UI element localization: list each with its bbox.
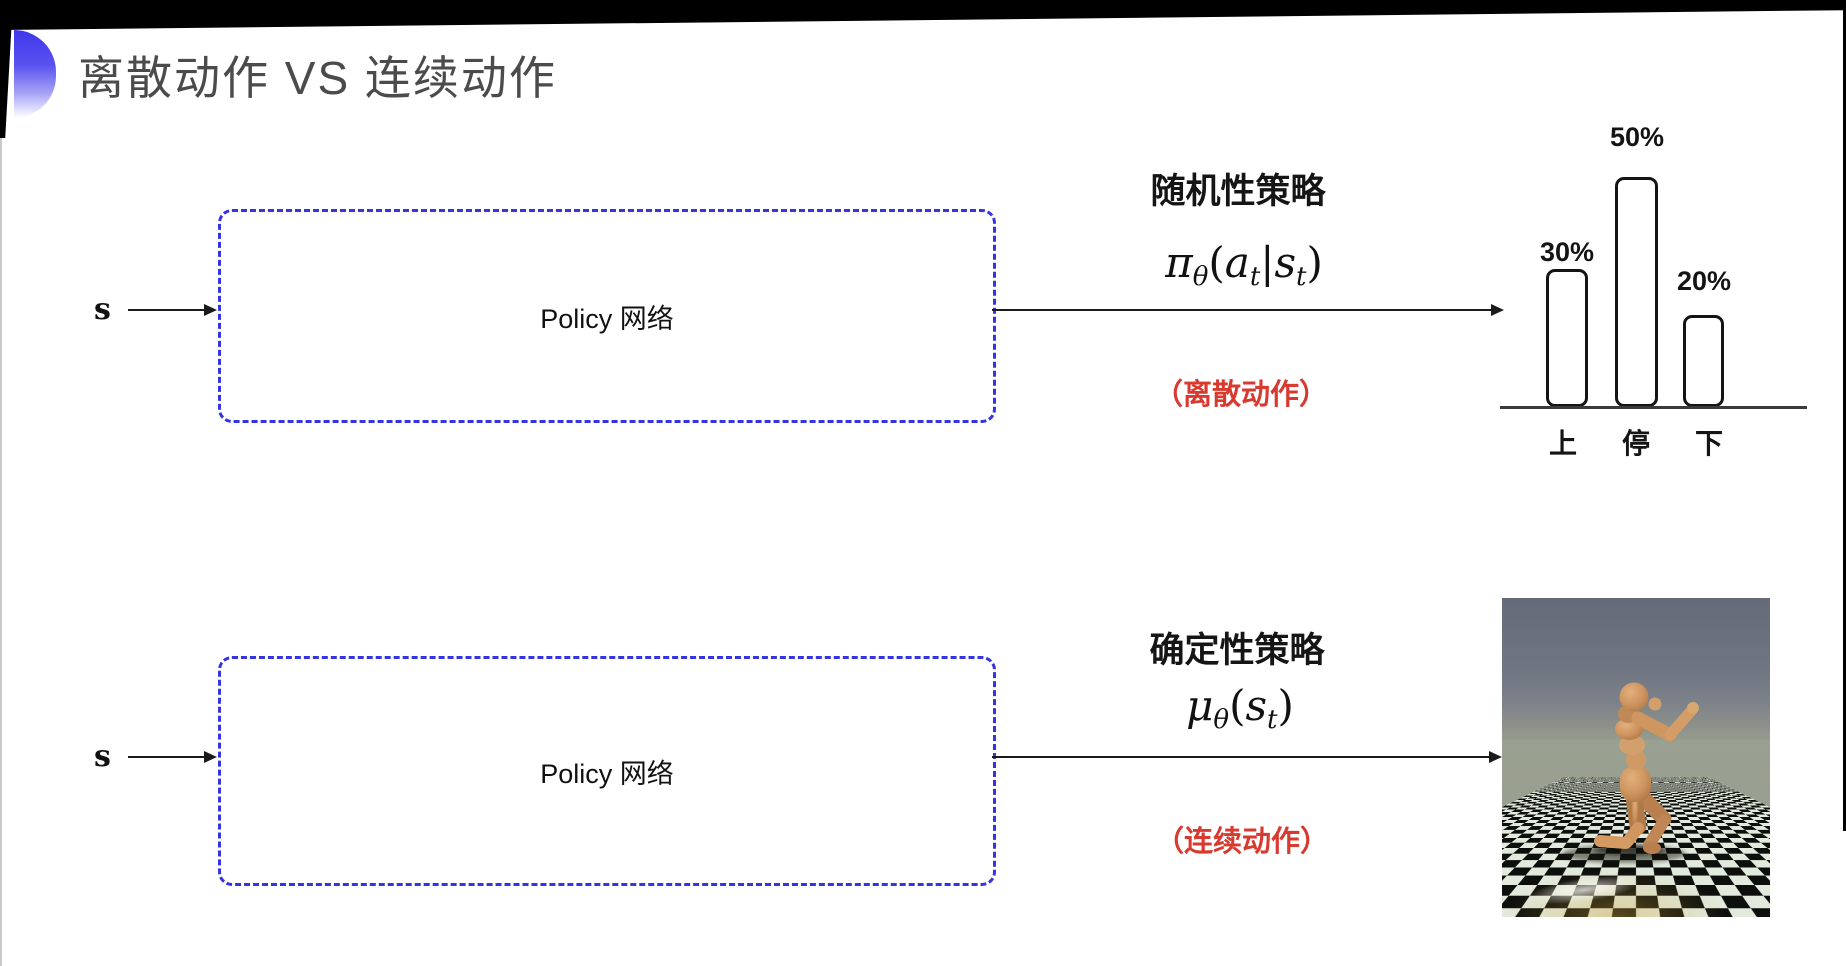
robot-head — [1619, 682, 1649, 712]
frame-left-band — [0, 0, 13, 138]
policy-formula-bottom: μθ(st) — [1186, 681, 1294, 735]
input-arrow-bottom — [128, 751, 217, 763]
formula-open-paren: ( — [1229, 681, 1246, 730]
bar-axis-line — [1500, 406, 1807, 409]
state-input-label-top: s — [94, 292, 111, 327]
policy-type-label-top: 随机性策略 — [1150, 172, 1326, 211]
bar-down — [1683, 315, 1724, 407]
humanoid-photo — [1502, 598, 1770, 917]
policy-network-label-bottom: Policy 网络 — [540, 758, 674, 789]
formula-arg2: s — [1274, 238, 1297, 287]
action-type-note-bottom: （连续动作） — [1154, 826, 1330, 858]
policy-network-box-top: Policy 网络 — [218, 209, 996, 423]
policy-type-label-bottom: 确定性策略 — [1149, 631, 1325, 670]
bar-value-label: 30% — [1539, 237, 1595, 267]
formula-arg1: s — [1245, 681, 1268, 730]
bar-up — [1546, 269, 1588, 407]
frame-left-edge — [0, 0, 2, 966]
frame-right-band — [1843, 0, 1846, 831]
policy-formula-top: πθ(at|st) — [1165, 238, 1323, 292]
formula-close-paren: ) — [1306, 238, 1323, 287]
bar-category-label: 上 — [1548, 428, 1578, 459]
formula-arg1: a — [1224, 238, 1250, 287]
output-arrow-top — [992, 304, 1504, 316]
bar-category-label: 停 — [1621, 428, 1651, 459]
accent-shape — [14, 30, 56, 118]
frame-top-band — [0, 0, 1846, 30]
formula-arg2-sub: t — [1296, 262, 1307, 292]
humanoid-robot — [1562, 682, 1699, 863]
formula-symbol-sub: θ — [1192, 262, 1209, 292]
formula-symbol: π — [1165, 238, 1193, 287]
formula-bar: | — [1260, 238, 1275, 287]
formula-arg1-sub: t — [1267, 705, 1278, 735]
formula-open-paren: ( — [1208, 238, 1225, 287]
page-title: 离散动作 VS 连续动作 — [78, 52, 557, 104]
bar-value-label: 20% — [1676, 266, 1732, 296]
bar-value-label: 50% — [1609, 122, 1665, 152]
formula-arg1-sub: t — [1249, 262, 1261, 292]
state-input-label-bottom: s — [94, 739, 111, 774]
policy-network-box-bottom: Policy 网络 — [218, 656, 996, 886]
bar-stop — [1615, 177, 1658, 407]
bar-category-label: 下 — [1694, 428, 1724, 459]
formula-symbol: μ — [1186, 681, 1214, 730]
policy-network-label-top: Policy 网络 — [540, 303, 674, 334]
output-arrow-bottom — [992, 751, 1502, 763]
action-type-note-top: （离散动作） — [1153, 379, 1329, 411]
formula-symbol-sub: θ — [1213, 705, 1230, 735]
formula-close-paren: ) — [1277, 681, 1294, 730]
input-arrow-top — [128, 304, 217, 316]
